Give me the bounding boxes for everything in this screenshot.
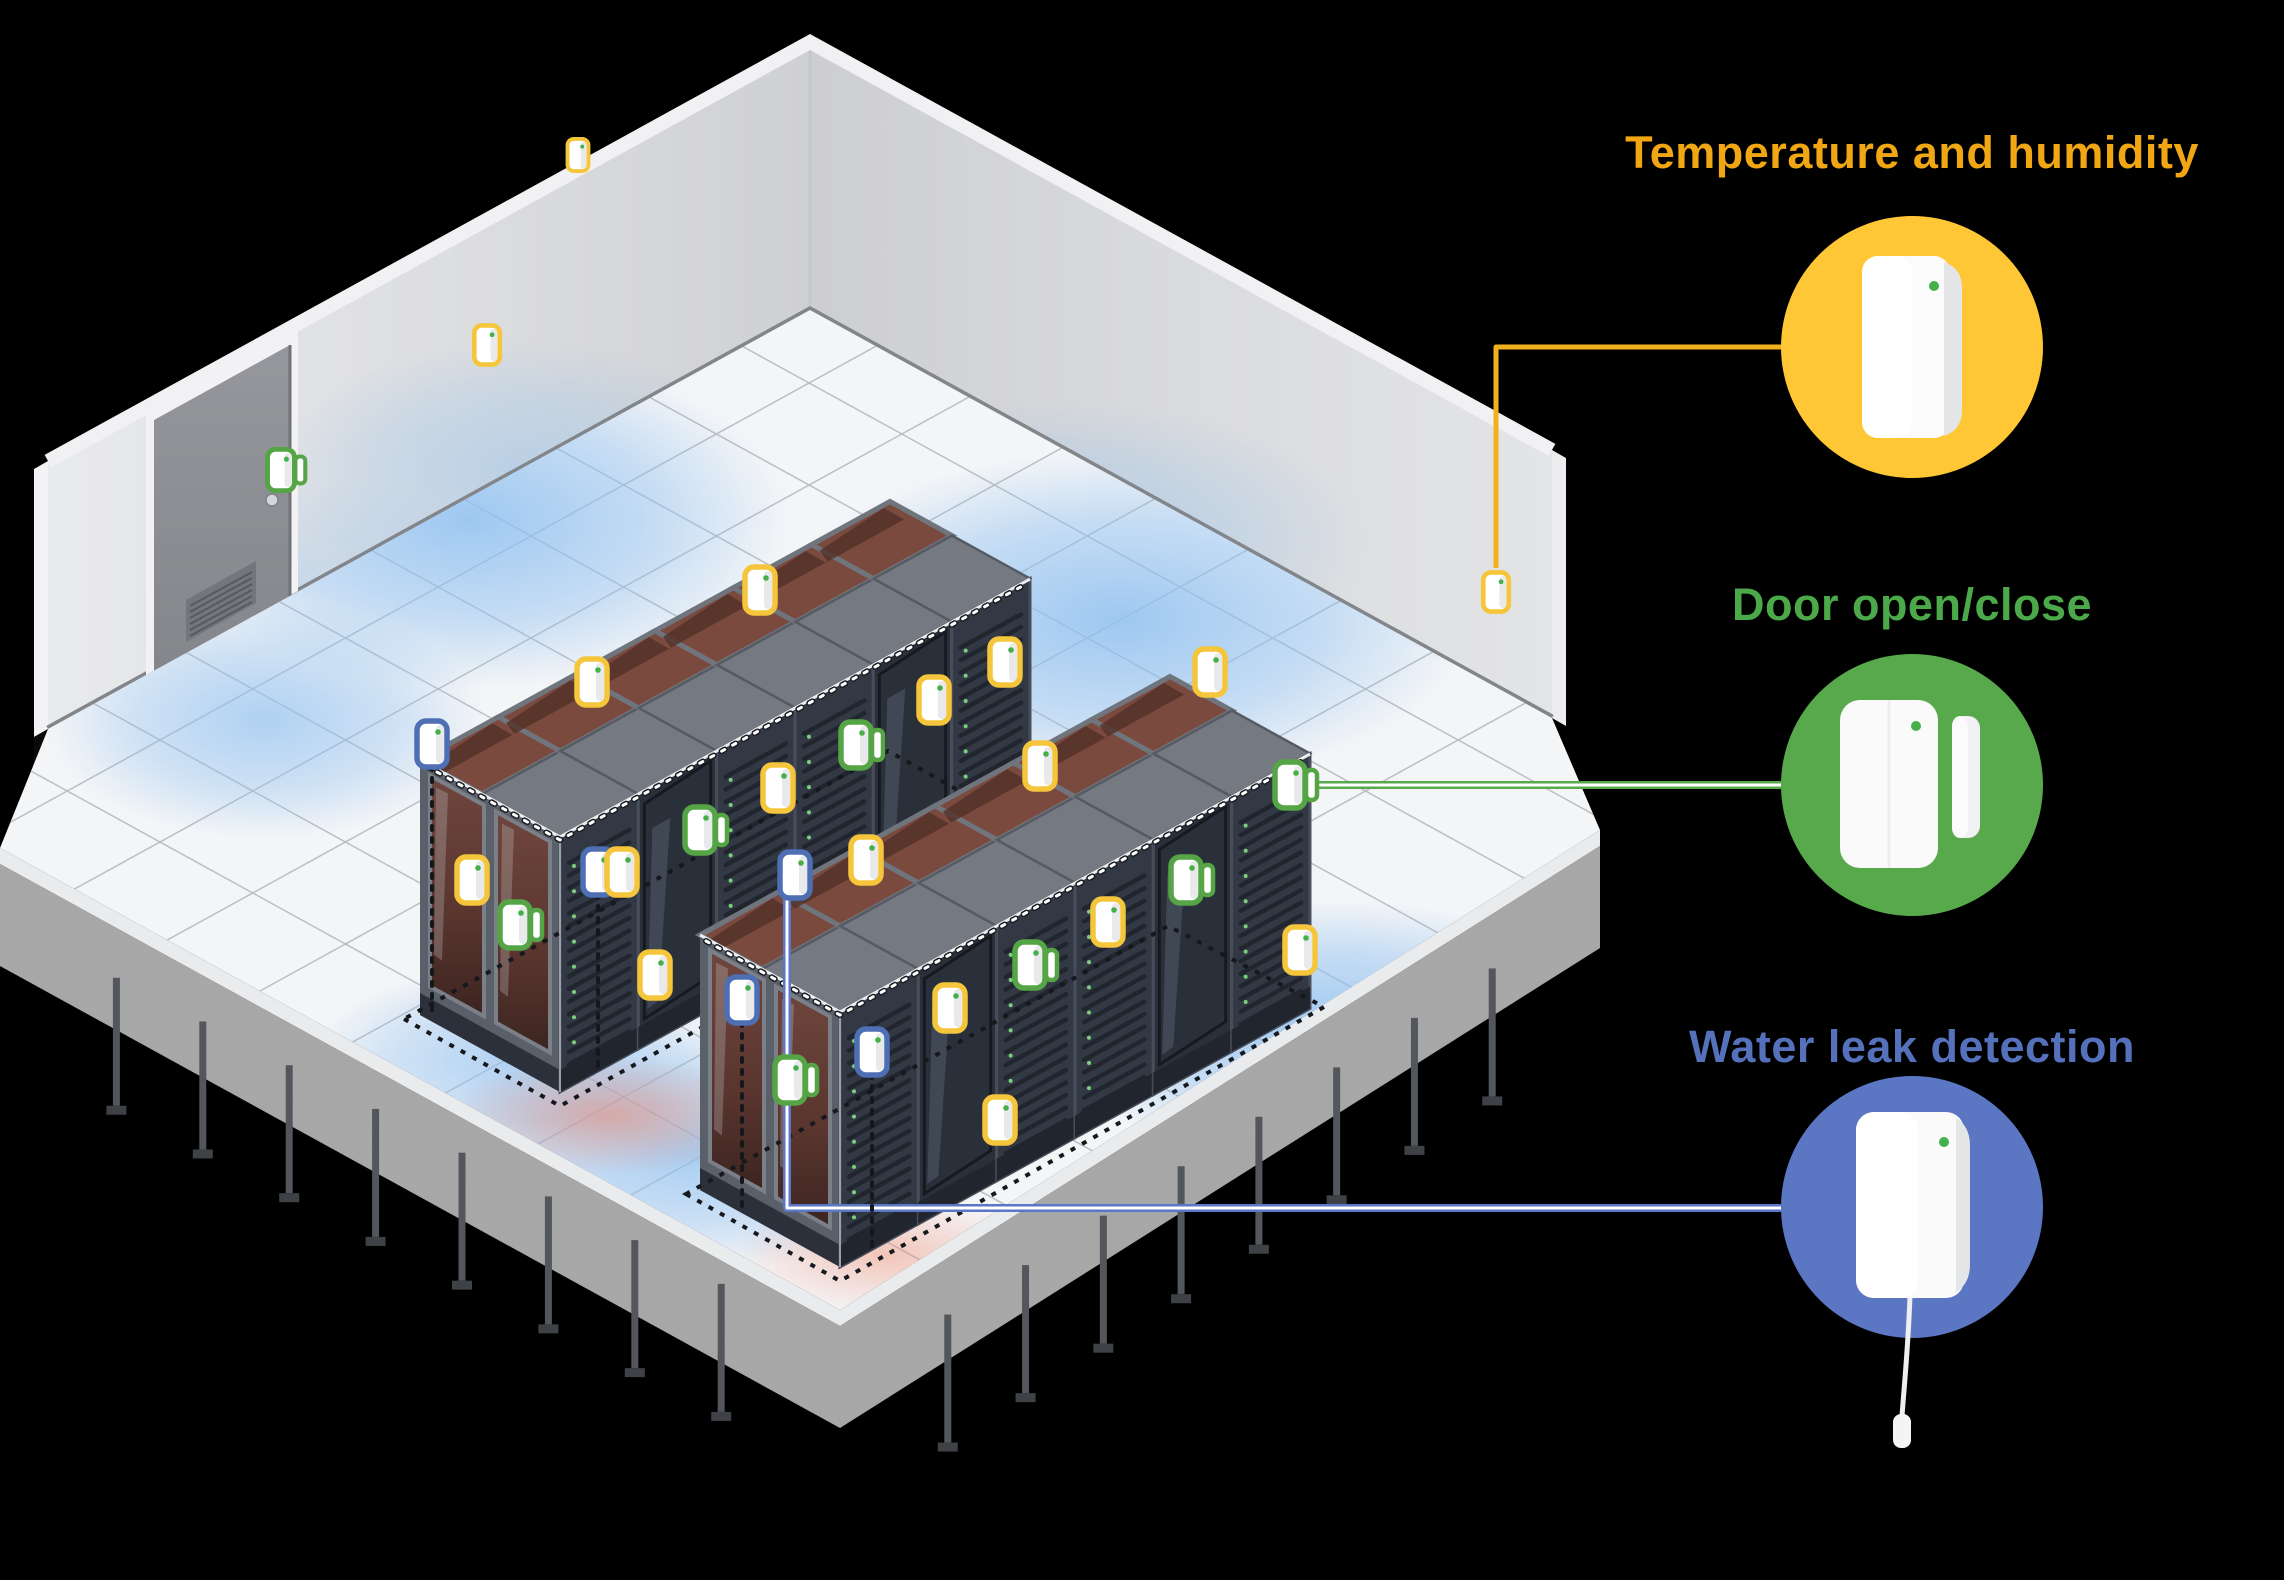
door — [146, 326, 298, 675]
temperature-humidity-sensor-icon — [565, 136, 591, 174]
temperature-humidity-sensor-icon — [1862, 256, 1962, 438]
temperature-humidity-sensor-icon — [1192, 646, 1228, 698]
underfloor-band-texture — [0, 846, 1600, 1428]
right-wall-end-cap — [1552, 450, 1566, 726]
legend: Temperature and humidity Door open/close — [1625, 127, 2199, 1448]
door-sensor-icon — [682, 804, 730, 856]
temperature-humidity-sensor-icon — [1282, 924, 1318, 976]
wall-top-edge — [44, 34, 1556, 468]
temperature-humidity-sensor-icon — [1022, 740, 1058, 792]
temperature-humidity-sensor-icon — [454, 854, 490, 906]
temperature-humidity-sensor-icon — [916, 674, 952, 726]
door-sensor-icon — [1012, 939, 1060, 991]
door-open-close-sensor-icon — [1840, 700, 1980, 868]
water-sensor-probe — [1893, 1414, 1911, 1448]
door-label: Door open/close — [1732, 579, 2092, 630]
door-knob — [265, 493, 279, 507]
water-leak-sensor-icon — [854, 1026, 890, 1251]
leak-cable-floor-loop — [681, 923, 1329, 1284]
door-sensor-icon — [265, 446, 308, 494]
left-wall-end-cap — [34, 461, 48, 737]
water-sensor-cable — [1899, 1295, 1913, 1417]
door-vent — [186, 561, 256, 642]
door-sensor-icon — [1272, 759, 1320, 811]
legend-temperature: Temperature and humidity — [1625, 127, 2199, 478]
temperature-label: Temperature and humidity — [1625, 127, 2199, 178]
sensors — [265, 136, 1512, 1251]
legend-door: Door open/close — [1732, 579, 2092, 916]
temperature-humidity-sensor-icon — [760, 762, 796, 814]
water-leak-sensor-icon — [1856, 1112, 1970, 1448]
temperature-humidity-sensor-icon — [471, 323, 503, 367]
temperature-humidity-sensor-icon — [848, 834, 884, 886]
temperature-humidity-sensor-icon — [932, 982, 968, 1034]
callout-lines — [783, 344, 1786, 1212]
legend-water: Water leak detection — [1689, 1021, 2135, 1448]
temperature-humidity-sensor-icon — [574, 656, 610, 708]
door-sensor-icon — [497, 899, 545, 951]
temperature-humidity-sensor-icon — [637, 949, 673, 1001]
water-leak-sensor-icon — [724, 974, 760, 1214]
door-sensor-icon — [838, 719, 886, 771]
water-label: Water leak detection — [1689, 1021, 2135, 1072]
door-sensor-icon — [772, 1054, 820, 1106]
floor-pedestals — [106, 968, 1503, 1452]
leak-cable-top — [423, 581, 1029, 844]
door-sensor-icon — [1168, 854, 1216, 906]
temperature-humidity-sensor-icon — [604, 846, 640, 898]
temperature-humidity-sensor-icon — [987, 636, 1023, 688]
temperature-callout-line — [1493, 344, 1786, 568]
water-leak-sensor-icon — [414, 718, 450, 1018]
temperature-humidity-sensor-icon — [1090, 896, 1126, 948]
water-callout-line — [783, 880, 1786, 1212]
leak-cable-top — [703, 756, 1309, 1019]
temperature-humidity-sensor-icon — [1480, 570, 1512, 614]
temperature-humidity-sensor-icon — [742, 564, 778, 616]
temperature-humidity-sensor-icon — [982, 1094, 1018, 1146]
water-leak-sensor-icon — [777, 849, 813, 901]
